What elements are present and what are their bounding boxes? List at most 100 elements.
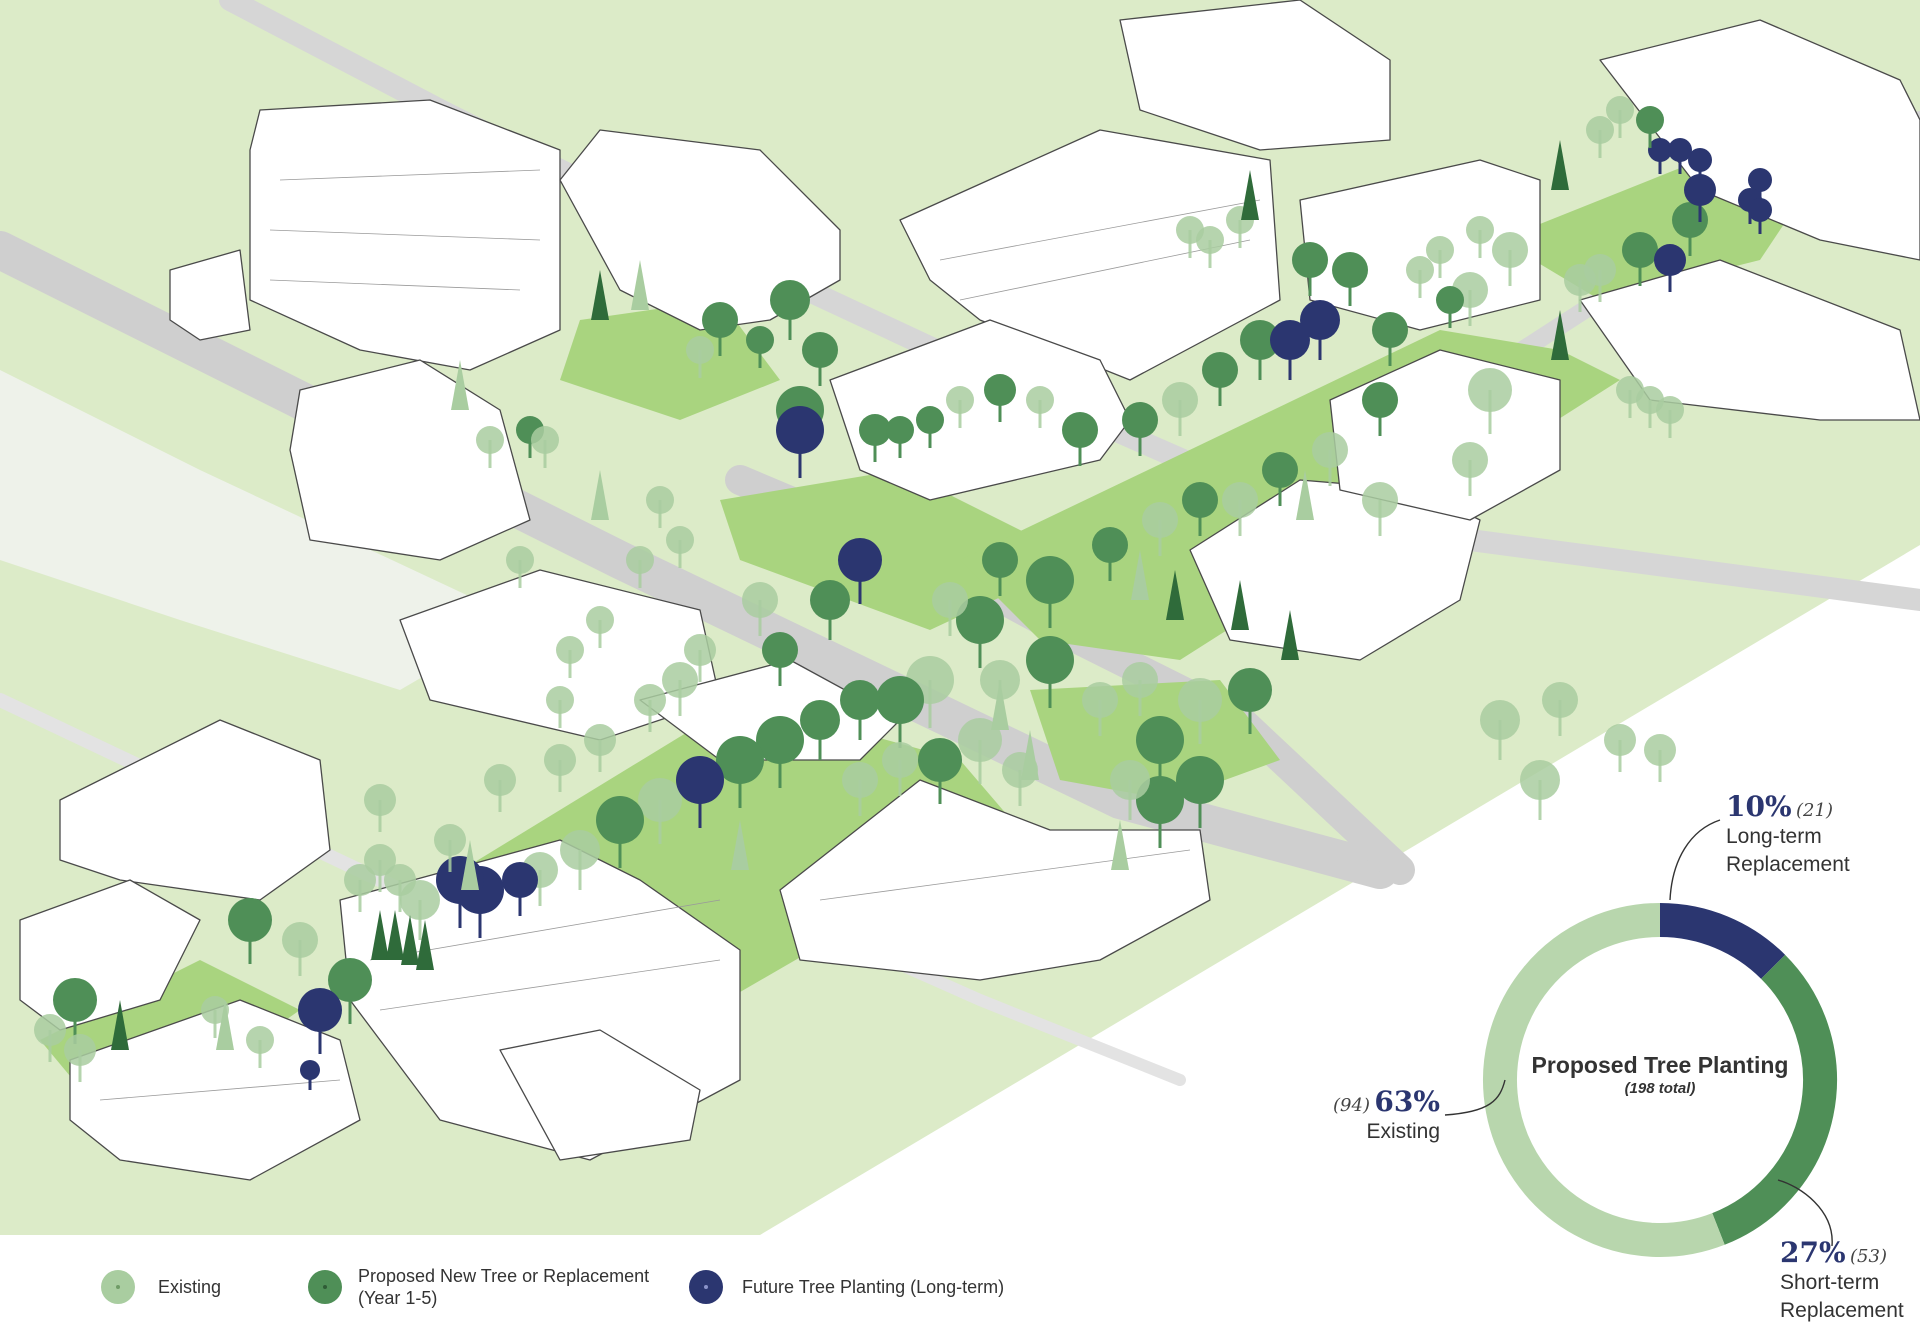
future-tree bbox=[1684, 174, 1716, 206]
future-tree bbox=[1668, 138, 1692, 162]
conifer-tree bbox=[1551, 140, 1569, 190]
existing-tree bbox=[958, 718, 1002, 762]
future-tree bbox=[1648, 138, 1672, 162]
existing-tree bbox=[364, 844, 396, 876]
future-tree bbox=[298, 988, 342, 1032]
slice-long-term-name: Long-term Replacement bbox=[1726, 825, 1850, 876]
proposed-tree bbox=[1362, 382, 1398, 418]
future-tree bbox=[1654, 244, 1686, 276]
existing-tree bbox=[646, 486, 674, 514]
future-tree bbox=[1748, 198, 1772, 222]
existing-tree bbox=[506, 546, 534, 574]
existing-tree bbox=[1178, 678, 1222, 722]
existing-tree bbox=[1452, 442, 1488, 478]
existing-tree bbox=[246, 1026, 274, 1054]
proposed-tree bbox=[918, 738, 962, 782]
slice-label-long-term: 10% (21) Long-term Replacement bbox=[1726, 790, 1876, 879]
proposed-tree bbox=[702, 302, 738, 338]
proposed-tree bbox=[1136, 716, 1184, 764]
proposed-tree bbox=[746, 326, 774, 354]
existing-tree bbox=[742, 582, 778, 618]
conifer-tree bbox=[631, 260, 649, 310]
donut-slice-long-term-replacement bbox=[1659, 903, 1786, 980]
existing-tree bbox=[434, 824, 466, 856]
slice-existing-count: (94) bbox=[1333, 1095, 1370, 1116]
proposed-tree bbox=[1092, 527, 1128, 563]
slice-existing-percent: 63% bbox=[1374, 1085, 1440, 1118]
proposed-tree bbox=[984, 374, 1016, 406]
proposed-tree bbox=[800, 700, 840, 740]
existing-tree bbox=[1644, 734, 1676, 766]
existing-tree bbox=[586, 606, 614, 634]
existing-tree bbox=[64, 1034, 96, 1066]
legend-future-label: Future Tree Planting (Long-term) bbox=[742, 1277, 1005, 1297]
conifer-tree bbox=[451, 360, 469, 410]
existing-tree bbox=[1082, 682, 1118, 718]
existing-tree bbox=[1176, 216, 1204, 244]
proposed-tree bbox=[1436, 286, 1464, 314]
trees-layer bbox=[34, 96, 1772, 1090]
proposed-tree bbox=[876, 676, 924, 724]
existing-tree bbox=[1656, 396, 1684, 424]
future-tree bbox=[1270, 320, 1310, 360]
conifer-tree bbox=[111, 1000, 129, 1050]
proposed-tree bbox=[1332, 252, 1368, 288]
existing-tree bbox=[546, 686, 574, 714]
proposed-tree bbox=[1062, 412, 1098, 448]
existing-tree bbox=[560, 830, 600, 870]
existing-tree bbox=[634, 684, 666, 716]
existing-tree bbox=[282, 922, 318, 958]
conifer-tree bbox=[371, 910, 389, 960]
conifer-tree bbox=[401, 915, 419, 965]
proposed-tree bbox=[762, 632, 798, 668]
proposed-tree bbox=[886, 416, 914, 444]
future-tree bbox=[1300, 300, 1340, 340]
proposed-tree bbox=[1636, 106, 1664, 134]
existing-tree bbox=[344, 864, 376, 896]
existing-tree bbox=[666, 526, 694, 554]
conifer-tree bbox=[216, 1000, 234, 1050]
existing-tree bbox=[946, 386, 974, 414]
slice-long-term-count: (21) bbox=[1796, 800, 1833, 821]
ground-white-area bbox=[0, 370, 520, 690]
proposed-tree bbox=[1240, 320, 1280, 360]
legend-proposed-label: Proposed New Tree or Replacement (Year 1… bbox=[358, 1265, 649, 1309]
proposed-tree bbox=[53, 978, 97, 1022]
conifer-tree bbox=[461, 840, 479, 890]
conifer-tree bbox=[591, 270, 609, 320]
future-tree bbox=[838, 538, 882, 582]
existing-tree bbox=[882, 742, 918, 778]
proposed-tree bbox=[716, 736, 764, 784]
existing-tree bbox=[1586, 116, 1614, 144]
proposed-tree bbox=[328, 958, 372, 1002]
existing-tree bbox=[1468, 368, 1512, 412]
proposed-tree bbox=[840, 680, 880, 720]
future-tree bbox=[502, 862, 538, 898]
slice-long-term-percent: 10% bbox=[1726, 790, 1792, 823]
proposed-tree bbox=[1026, 636, 1074, 684]
existing-tree bbox=[1312, 432, 1348, 468]
conifer-tree bbox=[1131, 550, 1149, 600]
existing-tree bbox=[484, 764, 516, 796]
proposed-tree bbox=[956, 596, 1004, 644]
conifer-tree bbox=[1551, 310, 1569, 360]
conifer-tree bbox=[991, 680, 1009, 730]
conifer-tree bbox=[1166, 570, 1184, 620]
existing-tree bbox=[531, 426, 559, 454]
existing-tree bbox=[638, 778, 682, 822]
existing-tree bbox=[364, 784, 396, 816]
proposed-tree bbox=[859, 414, 891, 446]
conifer-tree bbox=[1281, 610, 1299, 660]
existing-tree bbox=[1480, 700, 1520, 740]
existing-tree bbox=[584, 724, 616, 756]
conifer-tree bbox=[1021, 730, 1039, 780]
existing-tree bbox=[932, 582, 968, 618]
legend-existing-label: Existing bbox=[158, 1277, 222, 1297]
existing-tree bbox=[662, 662, 698, 698]
slice-short-term-name: Short-term Replacement bbox=[1780, 1271, 1904, 1322]
proposed-tree bbox=[982, 542, 1018, 578]
proposed-tree bbox=[1672, 202, 1708, 238]
donut-slice-existing bbox=[1483, 903, 1725, 1257]
conifer-tree bbox=[1111, 820, 1129, 870]
